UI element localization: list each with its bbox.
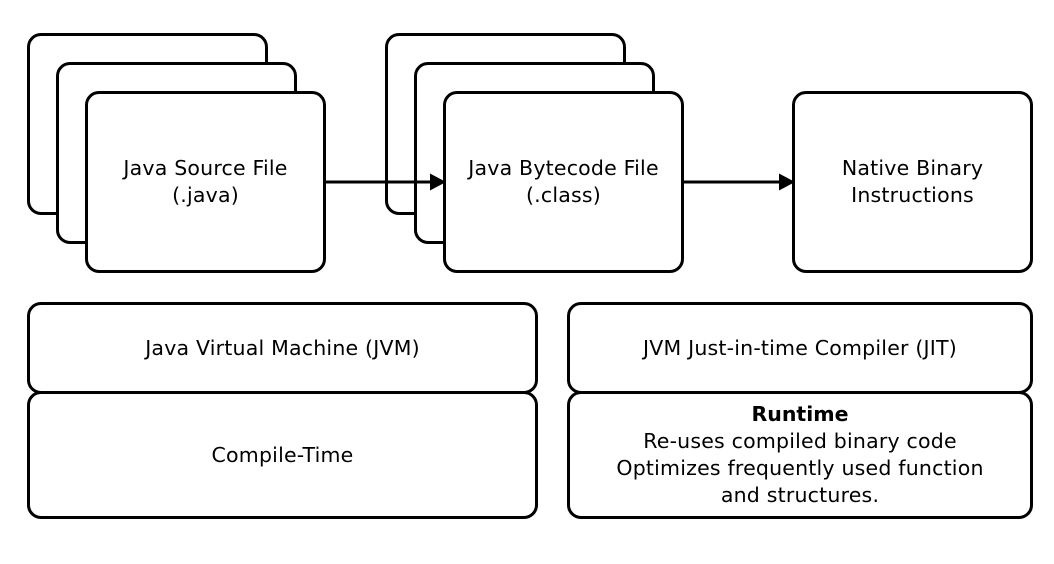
java-virtual-machine-band[interactable]: Java Virtual Machine (JVM) [27, 302, 538, 394]
runtime-line-3: and structures. [720, 483, 880, 507]
java-source-file-stack[interactable]: Java Source File (.java) [27, 33, 326, 273]
jvm-jit-compiler-band[interactable]: JVM Just-in-time Compiler (JIT) [567, 302, 1033, 394]
java-virtual-machine-label: Java Virtual Machine (JVM) [145, 335, 420, 360]
java-bytecode-file-label: Java Bytecode File (.class) [468, 156, 659, 207]
arrow-bytecode-to-native-icon [681, 171, 795, 193]
java-bytecode-file-stack[interactable]: Java Bytecode File (.class) [385, 33, 684, 273]
native-binary-instructions-node[interactable]: Native Binary Instructions [792, 91, 1033, 273]
compile-time-band[interactable]: Compile-Time [27, 391, 538, 519]
java-source-file-label: Java Source File (.java) [123, 156, 288, 207]
jvm-jit-compiler-label: JVM Just-in-time Compiler (JIT) [643, 335, 957, 360]
arrow-source-to-bytecode-icon [326, 171, 446, 193]
java-source-file-sheet-front[interactable]: Java Source File (.java) [85, 91, 326, 273]
runtime-line-2: Optimizes frequently used function [616, 456, 984, 480]
compile-time-label: Compile-Time [211, 442, 354, 467]
native-binary-instructions-label: Native Binary Instructions [841, 156, 984, 207]
runtime-heading: Runtime [751, 402, 849, 426]
runtime-line-1: Re-uses compiled binary code [643, 429, 957, 453]
java-bytecode-file-sheet-front[interactable]: Java Bytecode File (.class) [443, 91, 684, 273]
